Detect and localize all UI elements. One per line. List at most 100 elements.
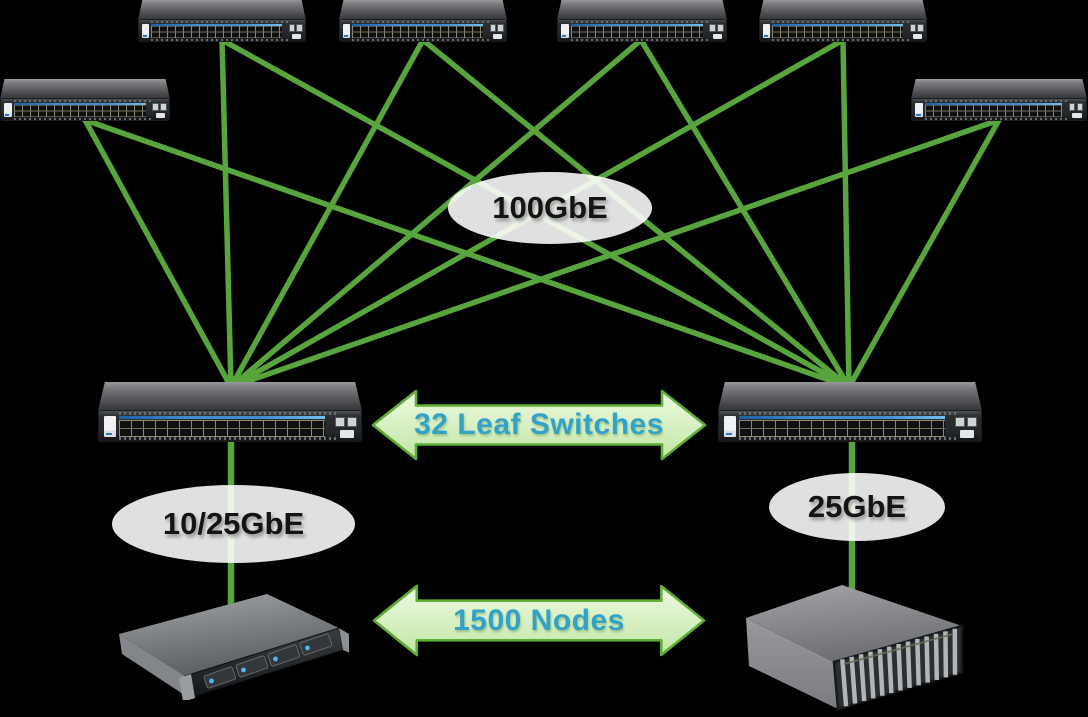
right-access-speed-text: 25GbE — [807, 489, 907, 524]
psu-slot — [912, 33, 922, 40]
vent-row-icon — [925, 117, 1070, 120]
asset-label — [103, 416, 116, 437]
vent-row-icon — [119, 411, 336, 415]
vent-row-icon — [119, 437, 336, 441]
vent-row-icon — [151, 38, 290, 41]
vent-row-icon — [739, 411, 956, 415]
psu-slot — [291, 33, 301, 40]
port-led-strip — [13, 103, 147, 105]
port-led-strip — [119, 416, 326, 419]
storage-drive-slots — [840, 628, 958, 707]
double-arrow-icon — [372, 584, 706, 657]
switch-front-panel — [759, 19, 927, 42]
mgmt-ports — [954, 416, 977, 428]
server-left-bracket — [179, 674, 195, 700]
leaf-count-arrow: 32 Leaf Switches — [370, 388, 708, 462]
link-spine-3-to-leaf-right — [638, 37, 852, 390]
port-led-strip — [570, 24, 704, 26]
server-node-image — [119, 594, 349, 700]
link-spine-6-to-leaf-left — [228, 117, 1002, 390]
link-spine-2-to-leaf-left — [228, 37, 426, 390]
mgmt-ports — [288, 24, 303, 32]
switch-top-face — [0, 79, 170, 100]
spine-switch-3 — [557, 0, 727, 42]
port-led-strip — [925, 103, 1063, 105]
link-spine-4-to-leaf-right — [840, 37, 852, 390]
server-top-face — [119, 594, 339, 676]
switch-front-panel — [339, 19, 507, 42]
mgmt-ports — [709, 24, 724, 32]
psu-slot — [339, 430, 355, 438]
psu-slot — [155, 112, 165, 119]
asset-label — [762, 23, 771, 39]
asset-label — [723, 416, 736, 437]
port-grid — [739, 419, 946, 437]
psu-slot — [959, 430, 975, 438]
port-grid — [13, 105, 147, 118]
asset-label — [342, 23, 351, 39]
switch-front-panel — [138, 19, 306, 42]
double-arrow-icon — [371, 389, 707, 461]
mgmt-ports — [909, 24, 924, 32]
mgmt-ports — [152, 103, 167, 111]
switch-top-face — [138, 0, 306, 21]
psu-slot — [492, 33, 502, 40]
port-led-strip — [739, 416, 946, 419]
link-spine-5-to-leaf-right — [82, 117, 852, 390]
storage-node-image — [746, 585, 964, 711]
vent-row-icon — [570, 38, 710, 41]
mgmt-ports — [1068, 103, 1084, 111]
port-led-strip — [772, 24, 904, 26]
vent-row-icon — [352, 38, 491, 41]
vent-row-icon — [772, 38, 911, 41]
vent-row-icon — [925, 99, 1070, 102]
port-grid — [925, 105, 1063, 118]
node-count-text: 1500 Nodes — [453, 603, 625, 637]
port-grid — [119, 419, 326, 437]
spine-switch-1 — [138, 0, 306, 42]
switch-top-face — [557, 0, 727, 21]
switch-front-panel — [98, 409, 362, 442]
server-left-face — [119, 634, 189, 698]
vent-row-icon — [13, 99, 153, 102]
vent-row-icon — [13, 117, 153, 120]
psu-slot — [712, 33, 722, 40]
asset-label — [560, 23, 569, 39]
port-grid — [772, 26, 904, 39]
port-grid — [352, 26, 484, 39]
spine-speed-label: 100GbE — [448, 172, 652, 244]
leaf-switch-left — [98, 382, 362, 442]
vent-row-icon — [570, 20, 710, 23]
spine-switch-5 — [0, 79, 170, 121]
storage-left-face — [746, 618, 838, 709]
switch-front-panel — [0, 98, 170, 121]
switch-front-panel — [718, 409, 982, 442]
right-access-speed-label: 25GbE — [769, 473, 945, 541]
port-led-strip — [352, 24, 484, 26]
left-access-speed-label: 10/25GbE — [112, 485, 355, 563]
switch-front-panel — [911, 98, 1087, 121]
spine-speed-text: 100GbE — [492, 190, 608, 225]
storage-drive-handles — [843, 633, 954, 665]
spine-switch-4 — [759, 0, 927, 42]
left-access-speed-text: 10/25GbE — [162, 506, 305, 541]
spine-switch-6 — [911, 79, 1087, 121]
node-count-arrow: 1500 Nodes — [371, 583, 707, 658]
switch-top-face — [718, 382, 982, 411]
psu-slot — [1072, 112, 1082, 119]
port-led-strip — [151, 24, 283, 26]
vent-row-icon — [772, 20, 911, 23]
link-spine-6-to-leaf-right — [846, 117, 1002, 390]
switch-top-face — [98, 382, 362, 411]
spine-switch-2 — [339, 0, 507, 42]
link-spine-1-to-leaf-left — [219, 37, 234, 390]
server-right-bracket — [339, 628, 349, 653]
vent-row-icon — [151, 20, 290, 23]
mgmt-ports — [334, 416, 357, 428]
mgmt-ports — [489, 24, 504, 32]
link-spine-5-to-leaf-left — [82, 117, 234, 390]
port-grid — [151, 26, 283, 39]
switch-top-face — [911, 79, 1087, 100]
asset-label — [914, 102, 923, 118]
